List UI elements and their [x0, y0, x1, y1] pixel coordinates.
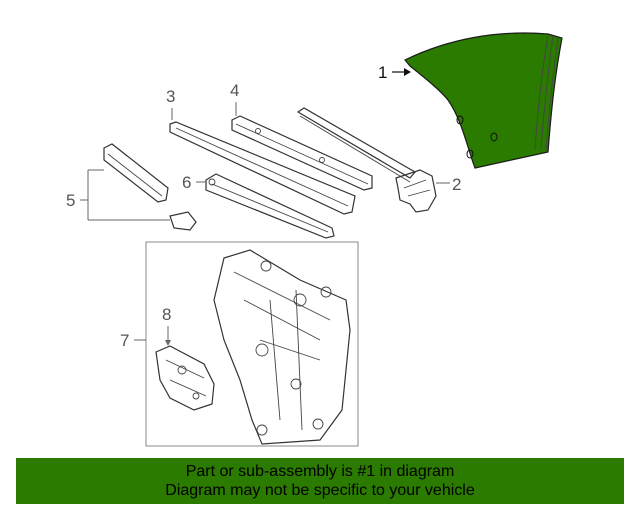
banner-line-2: Diagram may not be specific to your vehi…	[165, 482, 475, 499]
callout-5: 5	[66, 169, 170, 221]
callout-6: 6	[182, 173, 206, 192]
info-banner: Part or sub-assembly is #1 in diagram Di…	[16, 458, 624, 504]
callout-2: 2	[436, 175, 461, 194]
part-1-door-glass[interactable]	[404, 32, 563, 169]
part-2-glass-channel[interactable]	[296, 107, 437, 213]
svg-text:2: 2	[452, 175, 461, 194]
callout-7: 7	[120, 331, 146, 350]
callout-3: 3	[166, 87, 175, 120]
svg-text:8: 8	[162, 305, 171, 324]
banner-line-1: Part or sub-assembly is #1 in diagram	[185, 463, 455, 480]
callout-8: 8	[162, 305, 171, 346]
svg-text:6: 6	[182, 173, 191, 192]
svg-text:5: 5	[66, 191, 75, 210]
part-5-bracket[interactable]	[103, 143, 197, 231]
svg-text:3: 3	[166, 87, 175, 106]
part-4-trim-panel[interactable]	[231, 115, 373, 191]
svg-text:4: 4	[230, 81, 239, 100]
part-6-guide-rail[interactable]	[205, 173, 335, 239]
parts-diagram: 1 2 3 4 5	[66, 32, 563, 447]
part-7-window-regulator[interactable]	[145, 241, 359, 447]
callout-1: 1	[378, 63, 411, 82]
part-3-rail[interactable]	[169, 121, 356, 215]
callout-4: 4	[230, 81, 239, 116]
svg-text:1: 1	[378, 63, 387, 82]
part-8-motor[interactable]	[155, 345, 215, 411]
svg-text:7: 7	[120, 331, 129, 350]
